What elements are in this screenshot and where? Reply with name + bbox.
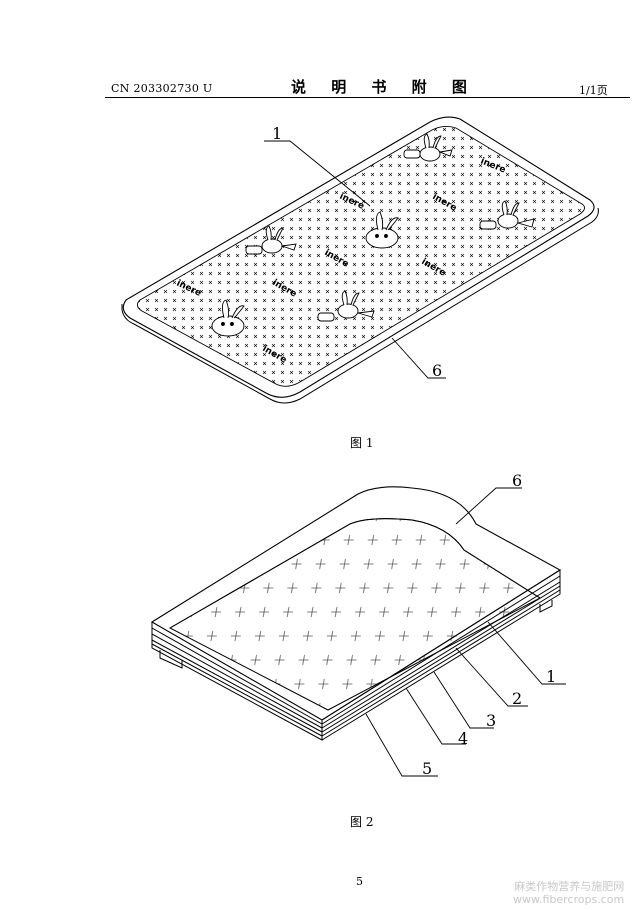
ref-label-2: 2 (512, 689, 522, 708)
ref-label-3: 3 (486, 711, 496, 730)
page-number: 5 (356, 875, 363, 888)
leader-line-1b (487, 621, 566, 685)
leader-line-6b (455, 487, 522, 525)
mat-edge-thickness (121, 207, 599, 404)
watermark: 麻类作物营养与施肥网 www.fibercrops.com (513, 880, 624, 906)
mat-inner-rim-edge (169, 518, 541, 629)
figure-1-caption: 图 1 (350, 436, 374, 450)
watermark-line-1: 麻类作物营养与施肥网 (514, 880, 625, 893)
ref-label-4: 4 (458, 729, 468, 748)
page-title: 说 明 书 附 图 (291, 78, 477, 96)
leader-line-5 (365, 713, 438, 777)
watermark-line-2: www.fibercrops.com (513, 893, 625, 906)
ref-label-5: 5 (422, 759, 432, 778)
leader-line-6 (391, 337, 446, 379)
ref-label-1: 1 (272, 124, 282, 143)
rabbit-motif (211, 133, 535, 337)
ref-label-6: 6 (432, 361, 442, 380)
figure-2-caption: 图 2 (350, 815, 374, 829)
header-rule (105, 97, 630, 98)
mat-layer-stack (151, 569, 561, 741)
mat-surface-pattern (137, 125, 585, 387)
ref-label-1b: 1 (546, 667, 556, 686)
leader-line-3 (433, 671, 494, 729)
page-of-count: 1/1页 (579, 84, 608, 97)
leader-line-2 (455, 647, 528, 707)
document-number: CN 203302730 U (111, 82, 213, 95)
leader-line-4 (405, 687, 466, 745)
mat-outer-edge (122, 116, 595, 398)
leader-line-1 (264, 140, 371, 207)
ref-label-6b: 6 (512, 471, 522, 490)
